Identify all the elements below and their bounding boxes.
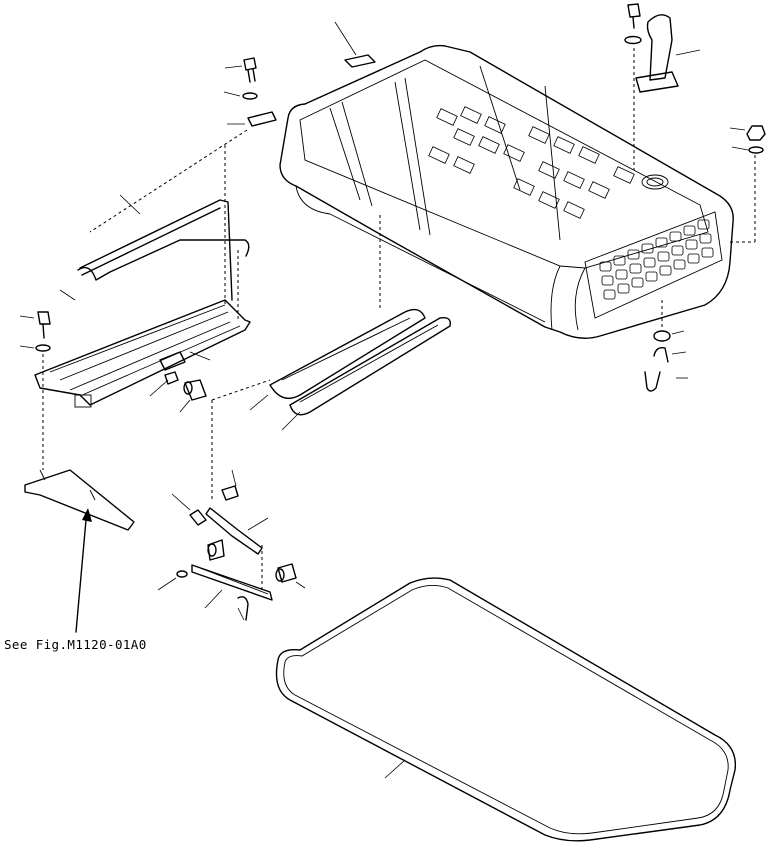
latch-clip bbox=[171, 493, 207, 526]
latch-lever bbox=[205, 469, 269, 555]
latch-bolt bbox=[275, 563, 306, 589]
bolt-top-left bbox=[224, 57, 257, 83]
bolt-left bbox=[19, 311, 51, 339]
rubber-grommet bbox=[653, 330, 685, 342]
washer-top-right bbox=[624, 35, 642, 45]
hood-cover bbox=[279, 44, 734, 339]
clamp-ring bbox=[653, 346, 687, 363]
u-bolt bbox=[644, 371, 688, 392]
clip-top-left bbox=[227, 111, 277, 127]
exhaust-elbow bbox=[635, 14, 701, 93]
latch-plate bbox=[191, 564, 273, 609]
prop-rod bbox=[79, 194, 233, 301]
base-plate-left bbox=[34, 299, 251, 408]
reference-figure-note: See Fig.M1120-01A0 bbox=[4, 637, 147, 652]
seal-ring bbox=[275, 577, 737, 842]
front-grille bbox=[584, 211, 723, 319]
washer-left bbox=[19, 344, 51, 352]
channel-upper bbox=[249, 308, 426, 411]
latch-spring bbox=[237, 596, 249, 621]
hinge-pin bbox=[179, 379, 207, 413]
pin-bracket bbox=[149, 351, 186, 397]
latch-washer bbox=[157, 570, 188, 591]
latch-pin bbox=[207, 539, 225, 561]
rod-holder bbox=[59, 239, 250, 301]
nut-right bbox=[729, 125, 766, 141]
bolt-top-right bbox=[627, 3, 641, 29]
stay-bracket bbox=[24, 469, 135, 531]
washer-top-left bbox=[223, 91, 258, 100]
washer-right bbox=[731, 146, 764, 154]
channel-lower bbox=[281, 316, 451, 431]
top-bracket bbox=[334, 21, 376, 68]
ref-arrow bbox=[75, 508, 92, 633]
grille-panel-top bbox=[428, 106, 635, 219]
